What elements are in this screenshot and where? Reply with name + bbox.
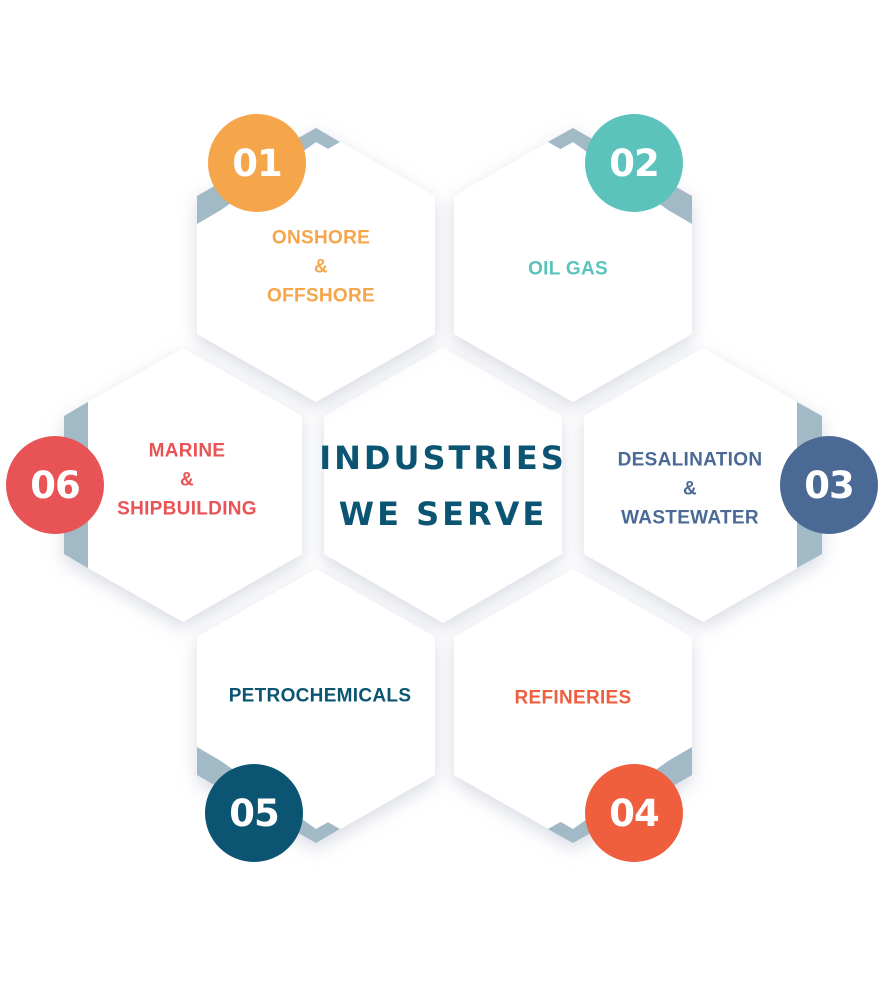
label-line: PETROCHEMICALS (228, 685, 412, 707)
number-badge-05: 05 (205, 764, 303, 862)
number-badge-01: 01 (208, 114, 306, 212)
industry-label-06: MARINE & SHIPBUILDING (117, 437, 257, 524)
number-badge-04: 04 (585, 764, 683, 862)
title-line-1: INDUSTRIES (319, 439, 567, 477)
number-badge-02: 02 (585, 114, 683, 212)
industry-label-04: REFINERIES (514, 684, 631, 713)
label-line: & (179, 469, 195, 491)
label-line: WASTEWATER (621, 507, 759, 529)
number-badge-06: 06 (6, 436, 104, 534)
industry-label-03: DESALINATION & WASTEWATER (618, 446, 763, 533)
label-line: SHIPBUILDING (117, 498, 257, 520)
diagram-title: INDUSTRIES WE SERVE (319, 430, 567, 542)
label-line: MARINE (148, 440, 226, 462)
title-line-2: WE SERVE (338, 495, 548, 533)
industry-label-05: PETROCHEMICALS (229, 682, 412, 711)
industry-label-02: OIL GAS (528, 255, 608, 284)
number-badge-03: 03 (780, 436, 878, 534)
label-line: & (682, 478, 698, 500)
label-line: ONSHORE (271, 227, 371, 249)
label-line: REFINERIES (514, 687, 632, 709)
label-line: DESALINATION (617, 449, 763, 471)
center-hexagon (324, 347, 562, 623)
label-line: OFFSHORE (267, 285, 375, 307)
label-line: & (313, 256, 329, 278)
label-line: OIL GAS (528, 258, 608, 280)
industry-label-01: ONSHORE & OFFSHORE (267, 224, 375, 311)
